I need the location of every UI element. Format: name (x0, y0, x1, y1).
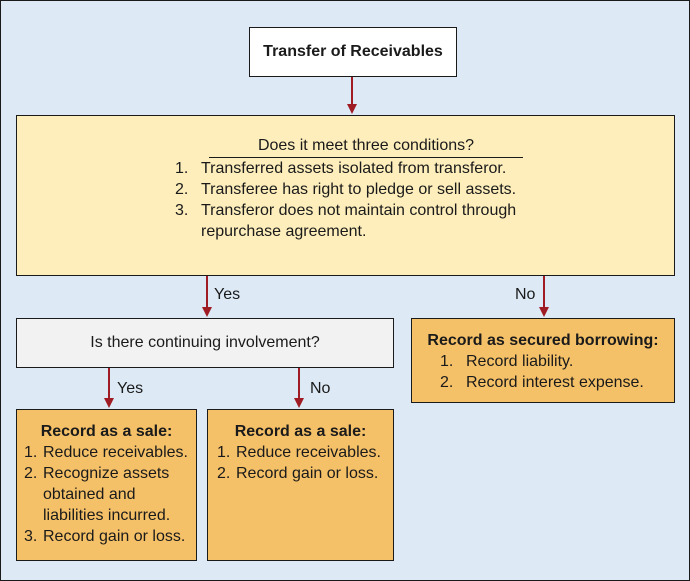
conditions-list: 1. Transferred assets isolated from trans… (175, 158, 575, 242)
condition-text: Transferor does not maintain control thr… (201, 202, 517, 240)
conditions-question: Does it meet three conditions? (209, 137, 523, 158)
condition-text: Transferred assets isolated from transfe… (201, 160, 507, 177)
start-node-label: Transfer of Receivables (263, 43, 443, 60)
edge-label-conditions-yes: Yes (214, 286, 241, 303)
sale-item: 1. Reduce receivables. (24, 442, 196, 463)
arrow-conditions-no (539, 276, 549, 317)
sale-item: 2. Recognize assets obtained and liabilit… (24, 463, 196, 526)
item-text: Reduce receivables. (43, 444, 188, 461)
sale-item: 3. Record gain or loss. (24, 526, 196, 547)
edge-label-involvement-no: No (310, 380, 331, 397)
sale-list: 1. Reduce receivables. 2. Recognize assets… (17, 442, 196, 547)
edge-label-conditions-no: No (515, 286, 536, 303)
sale-heading: Record as a sale: (234, 423, 367, 440)
sale-list: 1. Reduce receivables. 2. Record gain or l… (208, 442, 393, 484)
start-node: Transfer of Receivables (249, 27, 457, 77)
item-number: 2. (440, 374, 454, 391)
item-number: 1. (24, 444, 38, 461)
edge-label-involvement-yes: Yes (117, 380, 144, 397)
sale-without-involvement-node: Record as a sale: 1. Reduce receivables. … (207, 409, 394, 561)
secured-borrowing-item: 1. Record liability. (440, 351, 674, 372)
condition-number: 1. (175, 160, 189, 177)
sale-with-involvement-node: Record as a sale: 1. Reduce receivables. … (16, 409, 197, 561)
condition-text: Transferee has right to pledge or sell a… (201, 181, 517, 198)
item-number: 1. (440, 353, 454, 370)
sale-item: 1. Reduce receivables. (217, 442, 393, 463)
item-text: Recognize assets obtained and liabilitie… (43, 465, 171, 524)
item-number: 2. (217, 465, 231, 482)
secured-borrowing-heading: Record as secured borrowing: (427, 332, 659, 349)
sale-heading: Record as a sale: (40, 423, 173, 440)
item-text: Record interest expense. (466, 374, 644, 391)
arrow-start-to-conditions (347, 77, 357, 114)
arrow-conditions-yes (202, 276, 212, 317)
conditions-decision-node: Does it meet three conditions? 1. Transfe… (16, 115, 675, 276)
arrow-involvement-yes (104, 368, 114, 408)
item-number: 2. (24, 465, 38, 482)
secured-borrowing-node: Record as secured borrowing: 1. Record li… (411, 318, 675, 403)
involvement-question: Is there continuing involvement? (90, 334, 320, 351)
arrow-involvement-no (294, 368, 304, 408)
condition-number: 3. (175, 202, 189, 219)
item-text: Record liability. (466, 353, 574, 370)
secured-borrowing-list: 1. Record liability. 2. Record interest ex… (412, 351, 674, 393)
item-text: Record gain or loss. (236, 465, 379, 482)
secured-borrowing-item: 2. Record interest expense. (440, 372, 674, 393)
condition-item: 1. Transferred assets isolated from trans… (175, 158, 575, 179)
item-number: 3. (24, 528, 38, 545)
involvement-decision-node: Is there continuing involvement? (16, 318, 394, 368)
condition-item: 2. Transferee has right to pledge or sell… (175, 179, 575, 200)
item-text: Reduce receivables. (236, 444, 381, 461)
condition-item: 3. Transferor does not maintain control t… (175, 200, 575, 242)
item-text: Record gain or loss. (43, 528, 186, 545)
condition-number: 2. (175, 181, 189, 198)
sale-item: 2. Record gain or loss. (217, 463, 393, 484)
item-number: 1. (217, 444, 231, 461)
